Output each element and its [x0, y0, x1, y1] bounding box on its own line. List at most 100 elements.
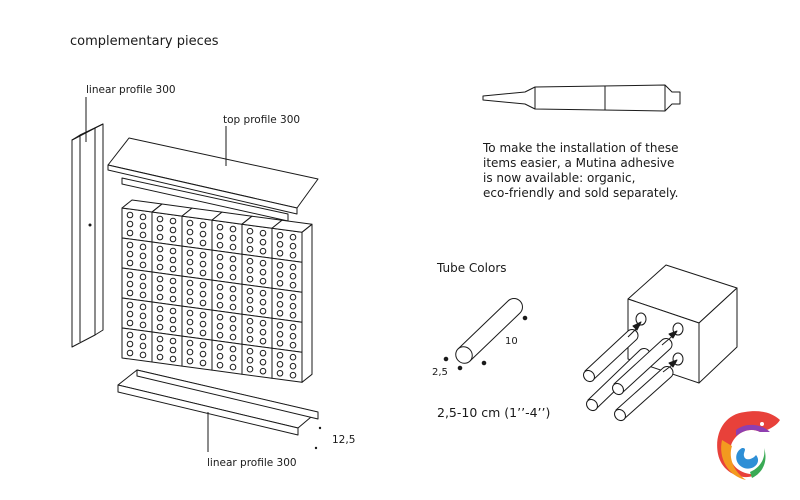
- wall-hole: [216, 241, 224, 249]
- wall-hole: [216, 322, 224, 330]
- wall-hole: [216, 343, 224, 351]
- dim-dot: [318, 426, 322, 430]
- wall-hole: [229, 354, 237, 362]
- wall-hole: [216, 352, 224, 360]
- wall-hole: [229, 243, 237, 251]
- wall-hole: [199, 260, 207, 268]
- wall-hole: [126, 310, 134, 318]
- wall-block: [241, 223, 273, 259]
- wall-hole: [169, 337, 177, 345]
- wall-hole: [246, 317, 254, 325]
- wall-block: [241, 253, 273, 289]
- wall-hole: [246, 326, 254, 334]
- wall-hole: [199, 251, 207, 259]
- wall-hole: [229, 345, 237, 353]
- wall-block: [181, 215, 213, 251]
- wall-hole: [246, 275, 254, 283]
- wall-hole: [289, 332, 297, 340]
- wall-hole: [156, 254, 164, 262]
- wall-hole: [216, 301, 224, 309]
- wall-hole: [229, 225, 237, 233]
- wall-block: [181, 335, 213, 371]
- wall-hole: [156, 314, 164, 322]
- adhesive-note: To make the installation of these items …: [483, 141, 713, 201]
- wall-block: [151, 331, 183, 367]
- wall-hole: [259, 238, 267, 246]
- wall-hole: [259, 349, 267, 357]
- wall-hole: [199, 350, 207, 358]
- wall-hole: [199, 230, 207, 238]
- tube-diameter-label: 2,5: [432, 367, 448, 378]
- wall-hole: [156, 215, 164, 223]
- wall-hole: [169, 286, 177, 294]
- wall-hole: [276, 270, 284, 278]
- wall-hole: [169, 325, 177, 333]
- wall-hole: [186, 327, 194, 335]
- wall-block: [121, 327, 153, 363]
- wall-hole: [139, 312, 147, 320]
- note-line: items easier, a Mutina adhesive: [483, 156, 675, 170]
- wall-hole: [259, 358, 267, 366]
- wall-hole: [246, 365, 254, 373]
- wall-hole: [276, 231, 284, 239]
- wall-hole: [229, 285, 237, 293]
- note-line: To make the installation of these: [483, 141, 679, 155]
- wall-hole: [126, 250, 134, 258]
- wall-hole: [186, 237, 194, 245]
- wall-block: [121, 297, 153, 333]
- brand-logo: [717, 411, 780, 480]
- wall-hole: [276, 369, 284, 377]
- wall-hole: [216, 292, 224, 300]
- top-profile: [107, 137, 319, 222]
- wall-block: [121, 267, 153, 303]
- wall-hole: [186, 267, 194, 275]
- wall-hole: [276, 279, 284, 287]
- wall-hole: [126, 211, 134, 219]
- wall-hole: [126, 319, 134, 327]
- wall-hole: [276, 261, 284, 269]
- wall-hole: [216, 271, 224, 279]
- wall-hole: [156, 284, 164, 292]
- wall-hole: [289, 242, 297, 250]
- wall-hole: [276, 249, 284, 257]
- wall-hole: [289, 293, 297, 301]
- wall-hole: [126, 280, 134, 288]
- wall-hole: [276, 321, 284, 329]
- wall-hole: [289, 233, 297, 241]
- wall-hole: [246, 287, 254, 295]
- wall-hole: [199, 329, 207, 337]
- wall-block: [151, 241, 183, 277]
- wall-hole: [186, 228, 194, 236]
- wall-hole: [199, 359, 207, 367]
- wall-hole: [169, 355, 177, 363]
- wall-hole: [216, 313, 224, 321]
- wall-hole: [126, 229, 134, 237]
- wall-block: [211, 339, 243, 375]
- wall-block: [151, 301, 183, 337]
- wall-hole: [289, 281, 297, 289]
- wall-hole: [246, 266, 254, 274]
- wall-hole: [276, 330, 284, 338]
- wall-hole: [229, 273, 237, 281]
- wall-hole: [186, 279, 194, 287]
- wall-hole: [186, 258, 194, 266]
- wall-hole: [139, 273, 147, 281]
- wall-hole: [186, 348, 194, 356]
- tube-length-label: 10: [505, 336, 518, 347]
- wall-hole: [169, 217, 177, 225]
- wall-block: [151, 271, 183, 307]
- wall-hole: [139, 342, 147, 350]
- wall-hole: [246, 356, 254, 364]
- wall-hole: [259, 259, 267, 267]
- wall-hole: [216, 361, 224, 369]
- wall-hole: [126, 331, 134, 339]
- wall-hole: [169, 226, 177, 234]
- wall-hole: [229, 234, 237, 242]
- wall-hole: [169, 235, 177, 243]
- wall-block: [241, 283, 273, 319]
- wall-hole: [186, 219, 194, 227]
- wall-hole: [289, 251, 297, 259]
- dim-dot: [314, 446, 318, 450]
- wall-hole: [276, 291, 284, 299]
- adhesive-tube: [482, 84, 681, 112]
